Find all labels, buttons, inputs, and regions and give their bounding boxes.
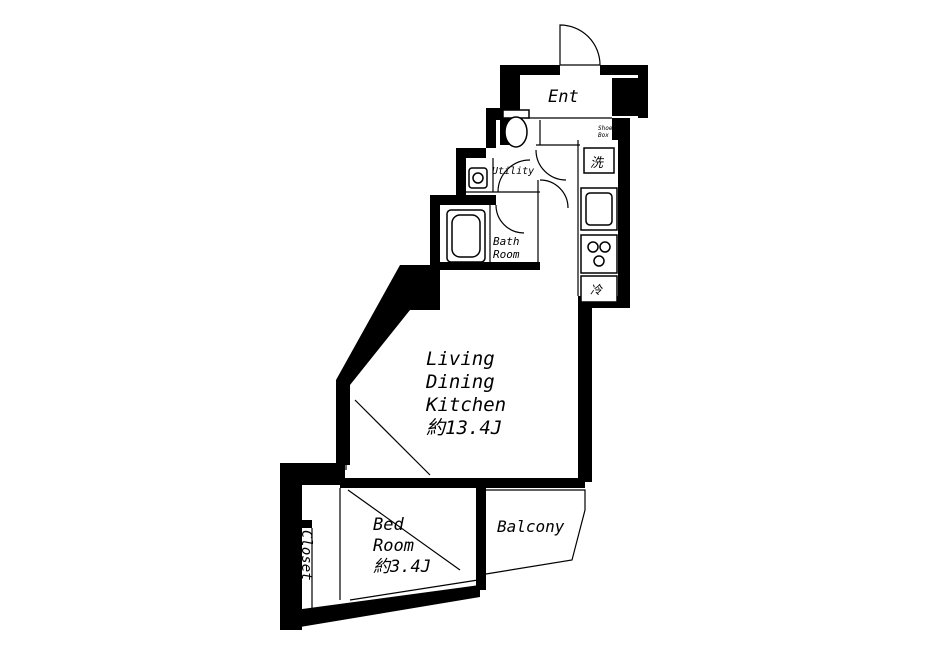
- closet-label: Closet: [298, 530, 314, 581]
- ldk-label-line1: Living: [426, 348, 495, 370]
- kitchen-sink-icon: [580, 187, 618, 231]
- ldk-label-line3: Kitchen: [425, 394, 506, 416]
- interior-lines: [311, 117, 612, 612]
- toilet-icon: [502, 109, 530, 148]
- ldk-label-line2: Dining: [425, 371, 495, 393]
- shoes-box-label-line2: Box: [598, 132, 609, 139]
- bath-label-line1: Bath: [493, 235, 520, 248]
- fridge-icon: 冷: [580, 275, 618, 303]
- meter-box-label: MB: [615, 90, 630, 103]
- stove-icon: [580, 234, 618, 274]
- washer-mark: 洗: [590, 156, 605, 171]
- utility-label: Utility: [492, 166, 534, 177]
- bedroom-label-line1: Bed: [373, 515, 404, 535]
- shoes-box-label-line1: Shoes: [598, 125, 616, 132]
- washer-icon: 洗: [583, 147, 615, 174]
- balcony-label: Balcony: [497, 517, 565, 536]
- bathtub-icon: [446, 209, 486, 263]
- sink-icon: [468, 167, 488, 189]
- bath-label-line2: Room: [493, 248, 520, 261]
- entrance-door-icon: [559, 24, 601, 66]
- bedroom-label-line2: Room: [373, 536, 414, 556]
- entrance-label: Ent: [548, 87, 579, 107]
- ldk-area-label: 約13.4J: [426, 417, 502, 439]
- fridge-mark: 冷: [590, 283, 603, 297]
- bedroom-area-label: 約3.4J: [373, 557, 431, 577]
